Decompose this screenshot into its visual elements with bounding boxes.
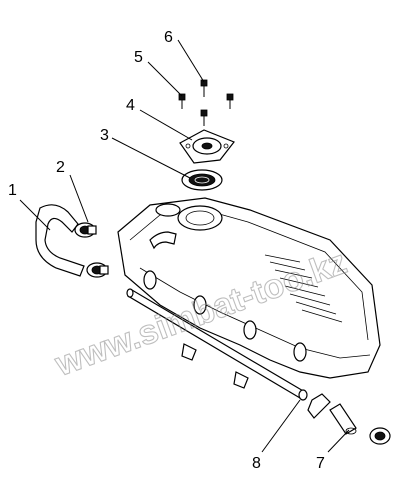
callout-3: 3 bbox=[100, 127, 109, 144]
vent-pipe bbox=[126, 288, 308, 401]
leader-lines bbox=[19, 39, 350, 453]
callout-5: 5 bbox=[134, 49, 143, 66]
callout-6: 6 bbox=[164, 29, 173, 46]
valve-cover bbox=[117, 197, 381, 379]
callout-4: 4 bbox=[126, 97, 135, 114]
breather-hose bbox=[35, 204, 85, 277]
bolt bbox=[178, 93, 186, 109]
callout-labels: 1 2 3 4 5 6 7 8 bbox=[8, 29, 325, 472]
breather-cover bbox=[179, 129, 235, 164]
hose-clamp-upper bbox=[74, 222, 97, 238]
callout-2: 2 bbox=[56, 159, 65, 176]
pipe-fitting-elbow bbox=[307, 393, 331, 419]
callout-1: 1 bbox=[8, 182, 17, 199]
diaphragm bbox=[181, 169, 223, 191]
bolt bbox=[200, 109, 208, 126]
pipe-fitting-clamp bbox=[369, 427, 391, 445]
bolt bbox=[226, 93, 234, 109]
hose-clamp-lower bbox=[86, 262, 109, 278]
bolts bbox=[178, 79, 234, 126]
callout-7: 7 bbox=[316, 455, 325, 472]
callout-8: 8 bbox=[252, 455, 261, 472]
bolt bbox=[200, 79, 208, 97]
pipe-fitting-sleeve bbox=[329, 403, 357, 435]
